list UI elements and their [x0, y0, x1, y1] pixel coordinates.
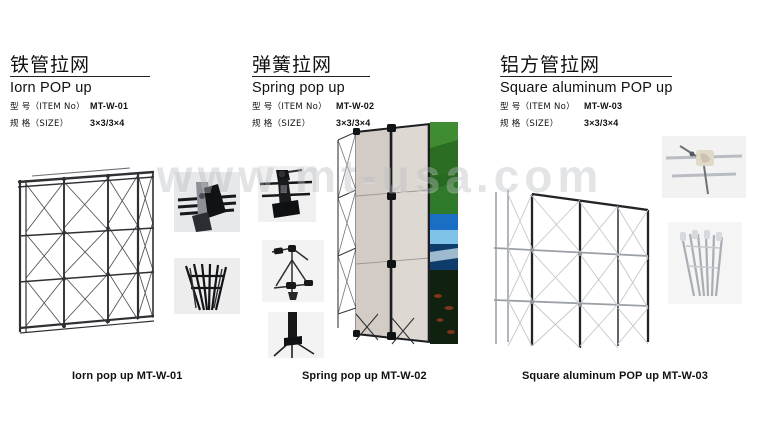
spec-row-item-no-1: 型 号（ITEM No） MT-W-01 [10, 100, 190, 114]
spec-table-2: 型 号（ITEM No） MT-W-02 规 格（SIZE） 3×3/3×4 [252, 100, 442, 131]
spec-label-size-3: 规 格（SIZE） [500, 119, 559, 129]
spec-row-item-no-2: 型 号（ITEM No） MT-W-02 [252, 100, 442, 114]
spec-value-size-2: 3×3/3×4 [336, 118, 371, 128]
caption-mt-w-03: Square aluminum POP up MT-W-03 [522, 370, 708, 382]
spec-label-item-no-3: 型 号（ITEM No） [500, 102, 575, 112]
spec-row-item-no-3: 型 号（ITEM No） MT-W-03 [500, 100, 730, 114]
product-title-cn-3: 铝方管拉网 [500, 54, 672, 77]
spec-row-size-2: 规 格（SIZE） 3×3/3×4 [252, 117, 442, 131]
spec-table-3: 型 号（ITEM No） MT-W-03 规 格（SIZE） 3×3/3×4 [500, 100, 730, 131]
spec-row-size-1: 规 格（SIZE） 3×3/3×4 [10, 117, 190, 131]
spec-label-item-no-1: 型 号（ITEM No） [10, 102, 85, 112]
product-title-en-3: Square aluminum POP up [500, 80, 673, 96]
detail-photo-aluminum-joint [662, 136, 746, 198]
spec-value-item-no-1: MT-W-01 [90, 101, 129, 111]
product-title-en-2: Spring pop up [252, 80, 345, 96]
detail-photo-spring-clamp [258, 166, 316, 222]
spec-label-size-2: 规 格（SIZE） [252, 119, 311, 129]
spec-value-size-3: 3×3/3×4 [584, 118, 619, 128]
caption-mt-w-02: Spring pop up MT-W-02 [302, 370, 427, 382]
spec-value-item-no-2: MT-W-02 [336, 101, 375, 111]
detail-photo-spring-pole [268, 312, 324, 358]
product-photo-mt-w-03 [488, 176, 658, 348]
detail-photo-spring-joint [262, 240, 324, 302]
product-block-mt-w-03: 铝方管拉网 Square aluminum POP up 型 号（ITEM No… [500, 52, 730, 134]
detail-photo-aluminum-bundle [668, 222, 742, 304]
product-title-cn-1: 铁管拉网 [10, 54, 150, 77]
spec-row-size-3: 规 格（SIZE） 3×3/3×4 [500, 117, 730, 131]
spec-value-size-1: 3×3/3×4 [90, 118, 125, 128]
detail-photo-connector-hub [174, 172, 240, 232]
spec-table-1: 型 号（ITEM No） MT-W-01 规 格（SIZE） 3×3/3×4 [10, 100, 190, 131]
spec-value-item-no-3: MT-W-03 [584, 101, 623, 111]
spec-label-item-no-2: 型 号（ITEM No） [252, 102, 327, 112]
spec-label-size-1: 规 格（SIZE） [10, 119, 69, 129]
detail-photo-folded-bundle [174, 258, 240, 314]
product-title-en-1: Iorn POP up [10, 80, 92, 96]
product-block-mt-w-01: 铁管拉网 Iorn POP up 型 号（ITEM No） MT-W-01 规 … [10, 52, 190, 134]
caption-mt-w-01: Iorn pop up MT-W-01 [72, 370, 183, 382]
product-photo-mt-w-02 [330, 118, 462, 350]
product-title-cn-2: 弹簧拉网 [252, 54, 370, 77]
product-photo-mt-w-01 [12, 160, 170, 345]
product-block-mt-w-02: 弹簧拉网 Spring pop up 型 号（ITEM No） MT-W-02 … [252, 52, 442, 134]
